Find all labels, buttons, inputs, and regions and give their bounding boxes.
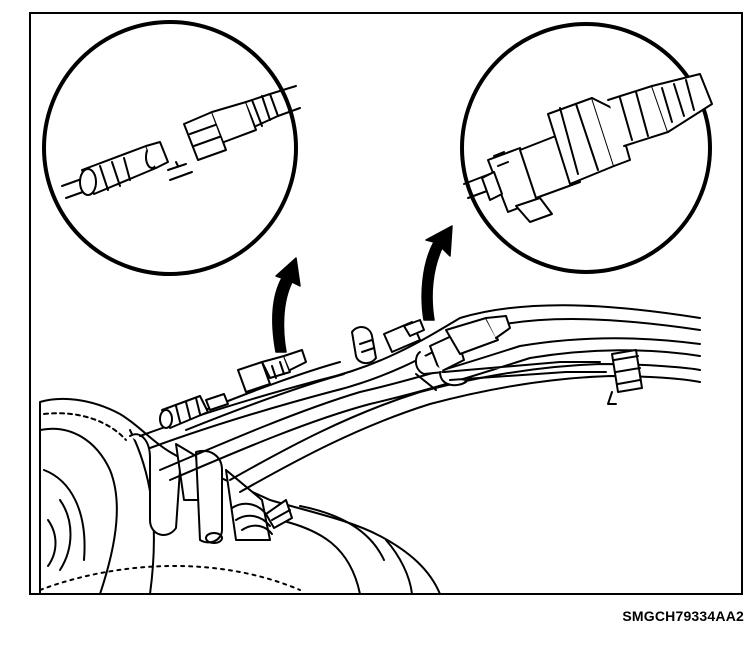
quick-connect-left [159, 349, 307, 429]
detail-circle-left [42, 20, 301, 276]
detail-circle-right [460, 22, 713, 274]
callout-arrow-right [421, 225, 453, 321]
line-retaining-clip [443, 349, 643, 405]
tank-filler-neck [129, 433, 273, 544]
figure-code-label: SMGCH79334AA2 [622, 608, 744, 624]
callout-arrow-left [272, 257, 301, 353]
frame-bracket [265, 499, 293, 529]
quick-connect-right [351, 315, 511, 391]
